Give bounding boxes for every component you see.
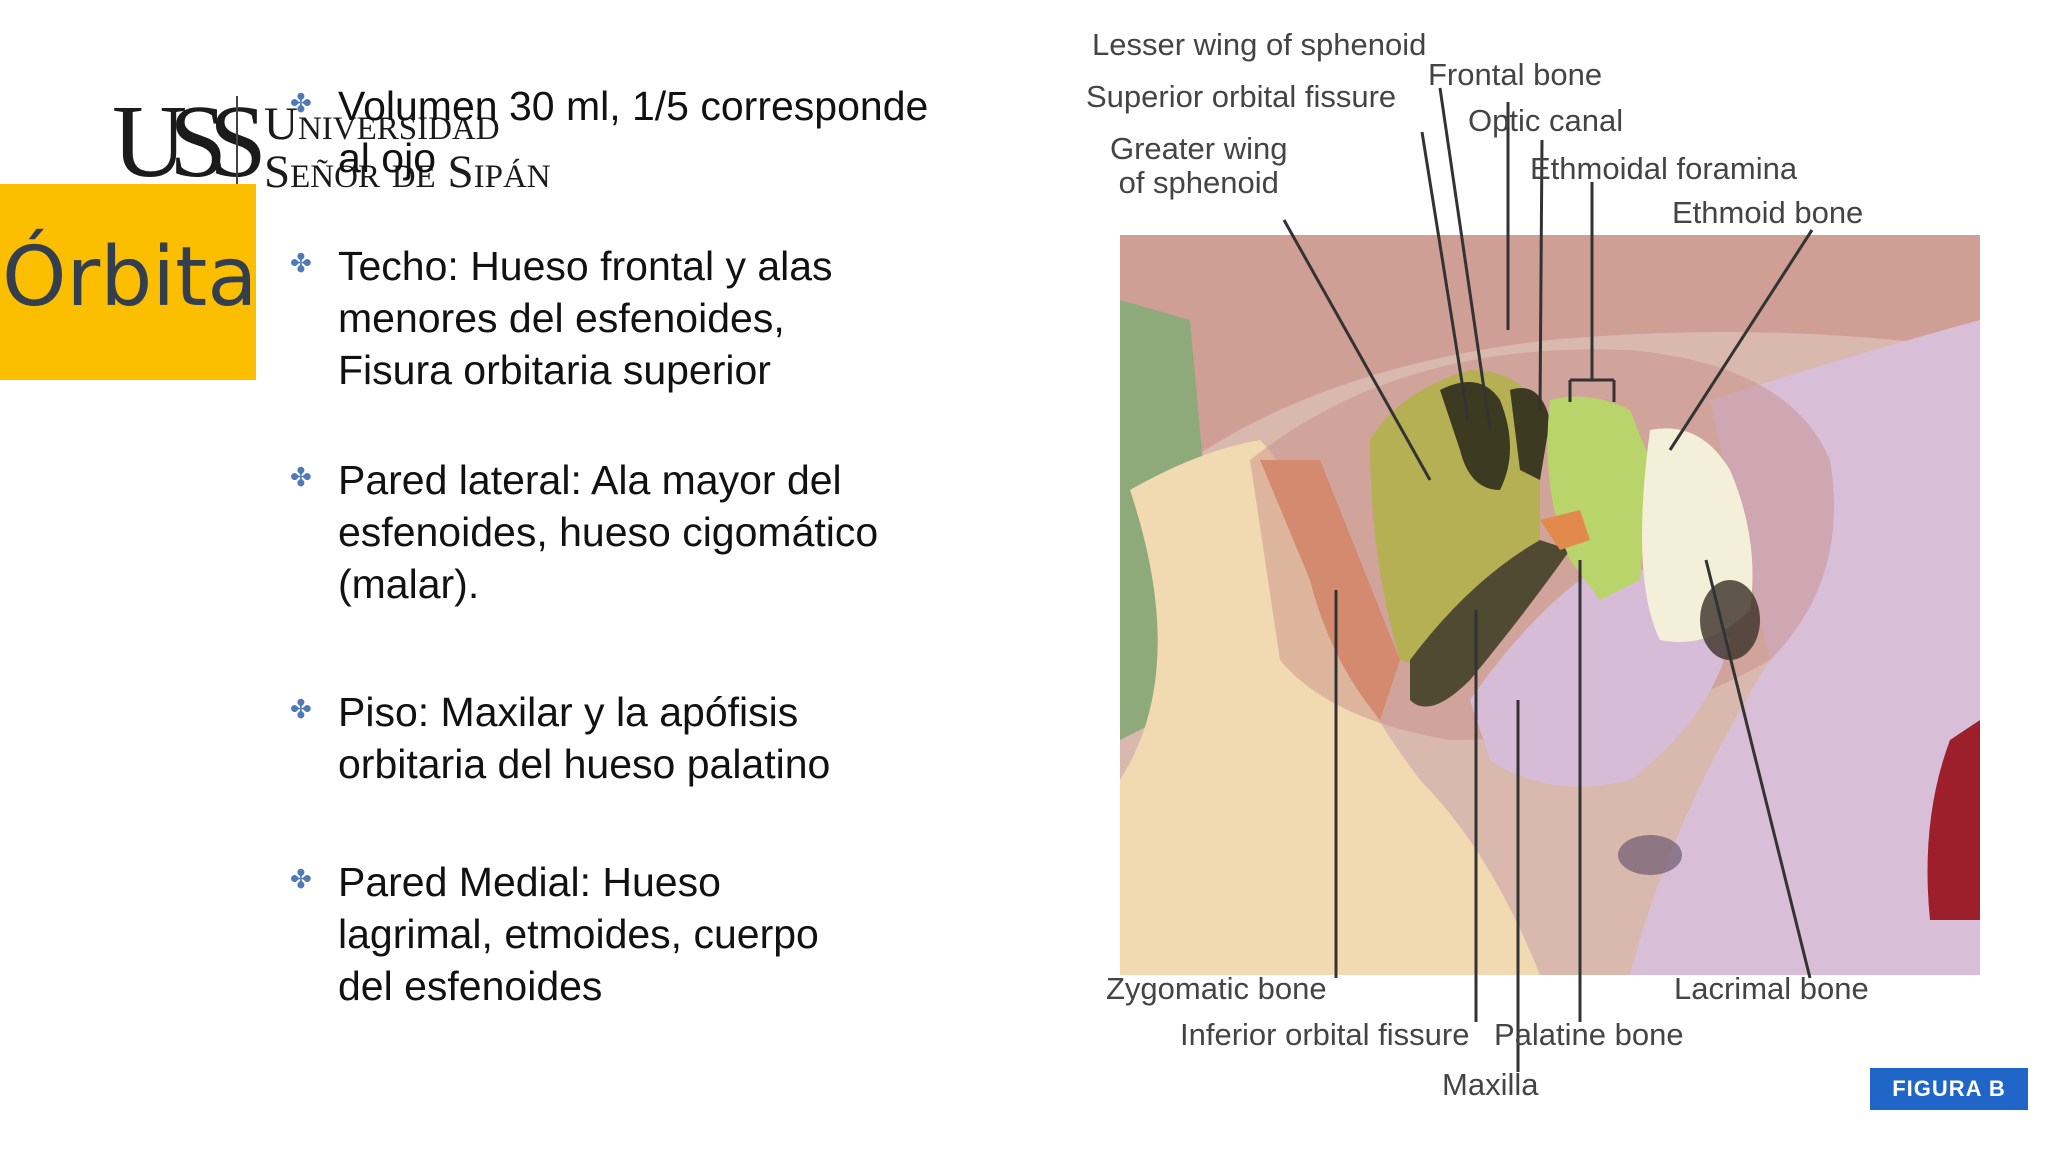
university-logo: USS Universidad Señor de Sipán xyxy=(112,84,592,199)
logo-mark: USS xyxy=(112,84,267,199)
label-ethmoid-bone: Ethmoid bone xyxy=(1672,195,1864,230)
logo-line-1: Universidad xyxy=(264,98,500,150)
four-point-star-icon: ✤ xyxy=(290,463,312,493)
bullet-text: Volumen 30 ml, 1/5 corresponde al ojo xyxy=(338,83,929,181)
label-optic-canal: Optic canal xyxy=(1468,103,1624,138)
label-greater-wing-sphenoid: Greater wing of sphenoid xyxy=(1110,131,1288,200)
label-ethmoidal-foramina: Ethmoidal foramina xyxy=(1530,151,1798,186)
bullet-list: ✤ Volumen 30 ml, 1/5 corresponde al ojo … xyxy=(290,0,1010,1152)
slide-title: Órbita xyxy=(2,230,258,325)
four-point-star-icon: ✤ xyxy=(290,865,312,895)
label-frontal-bone: Frontal bone xyxy=(1428,57,1603,92)
four-point-star-icon: ✤ xyxy=(290,695,312,725)
bullet-text: Pared Medial: Hueso lagrimal, etmoides, … xyxy=(338,859,819,1009)
logo-line-2: Señor de Sipán xyxy=(264,146,551,198)
label-zygomatic-bone: Zygomatic bone xyxy=(1106,971,1327,1006)
label-palatine-bone: Palatine bone xyxy=(1494,1017,1684,1052)
label-lesser-wing-sphenoid: Lesser wing of sphenoid xyxy=(1092,27,1427,62)
four-point-star-icon: ✤ xyxy=(290,89,312,119)
bullet-text: Piso: Maxilar y la apófisis orbitaria de… xyxy=(338,689,831,787)
bullet-text: Techo: Hueso frontal y alas menores del … xyxy=(338,243,833,393)
four-point-star-icon: ✤ xyxy=(290,249,312,279)
logo-divider xyxy=(236,96,238,188)
figure-tag: FIGURA B xyxy=(1870,1068,2028,1110)
label-superior-orbital-fissure: Superior orbital fissure xyxy=(1086,79,1397,114)
logo-text: Universidad Señor de Sipán xyxy=(264,100,551,196)
orbit-anatomy-figure: Lesser wing of sphenoid Superior orbital… xyxy=(1070,20,2030,1120)
label-maxilla: Maxilla xyxy=(1442,1067,1539,1102)
label-lacrimal-bone: Lacrimal bone xyxy=(1674,971,1869,1006)
bullet-text: Pared lateral: Ala mayor del esfenoides,… xyxy=(338,457,879,607)
label-inferior-orbital-fissure: Inferior orbital fissure xyxy=(1180,1017,1470,1052)
orbit-illustration xyxy=(1120,87,1980,1072)
title-box: Órbita xyxy=(0,184,258,380)
